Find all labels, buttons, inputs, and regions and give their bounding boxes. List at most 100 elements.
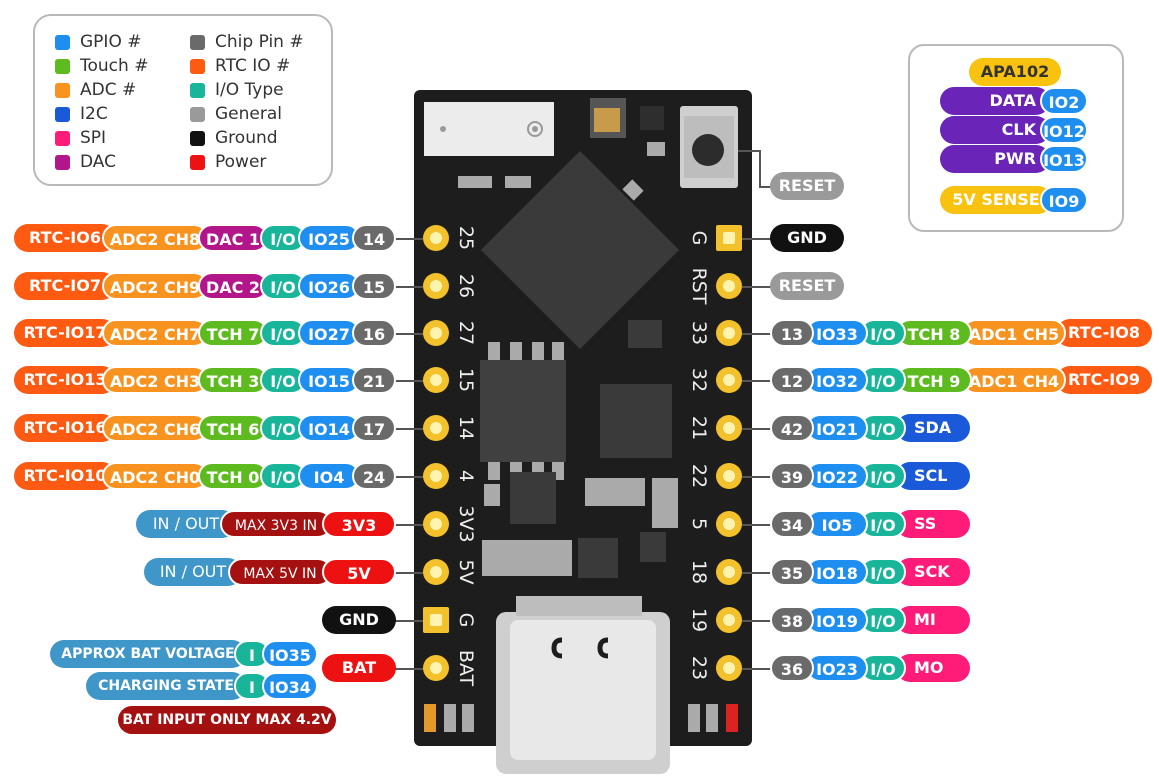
swatch-gpio [55,34,70,50]
charging-state-label: CHARGING STATE [86,672,246,700]
in-out-tag: IN / OUT [144,558,242,586]
pad-19 [716,607,742,633]
pad-33 [716,320,742,346]
pad-18 [716,559,742,585]
legend-column-right: Chip Pin # RTC IO # I/O Type General Gro… [190,30,304,174]
legend-label: SPI [80,128,107,148]
pad-27 [423,320,449,346]
chip-pin-tag: 34 [770,510,814,538]
swatch-adc [55,82,70,98]
pad-rst [716,273,742,299]
silk-label: 23 [688,655,710,681]
adc-tag: ADC2 CH8 [102,224,208,252]
max-voltage-tag: MAX 3V3 IN [220,510,332,538]
rtc-io-tag: RTC-IO16 [14,414,116,442]
io-type-tag: I/O [860,366,906,394]
rtc-io-tag: RTC-IO8 [1056,319,1152,347]
bat-voltage-label: APPROX BAT VOLTAGE [50,640,246,668]
swatch-general [190,106,205,122]
apa102-data-io: IO2 [1040,87,1088,115]
i2c-tag: SCL [896,462,970,490]
gpio-tag: IO14 [298,414,360,442]
gpio-tag: IO21 [806,414,868,442]
touch-tag: TCH 9 [896,366,972,394]
reset-tag: RESET [770,272,844,300]
chip-pin-tag: 39 [770,462,814,490]
legend-item-io-type: I/O Type [190,78,304,102]
gpio-tag: IO5 [806,510,868,538]
pin-lead [395,620,423,622]
pin-lead [742,380,772,382]
spi-tag: SCK [896,558,970,586]
legend-item-i2c: I2C [55,102,148,126]
chip-pin-tag: 12 [770,366,814,394]
adc-tag: ADC2 CH9 [102,272,208,300]
gpio-tag: IO23 [806,654,868,682]
pad-bat [423,655,449,681]
silk-label: 32 [688,367,710,393]
apa102-pwr-label: PWR [940,145,1050,173]
rtc-io-tag: RTC-IO7 [14,272,116,300]
reset-button-lead [759,150,761,186]
pin-lead [395,333,423,335]
io-type-tag: I/O [860,414,906,442]
apa102-clk-io: IO12 [1040,116,1088,144]
pad-gnd-left [423,607,449,633]
pin-lead [742,668,772,670]
i2c-tag: SDA [896,414,970,442]
pad-4 [423,463,449,489]
pin-lead [395,476,423,478]
io-type-tag: I/O [860,510,906,538]
adc-tag: ADC2 CH6 [102,414,208,442]
pin-lead [742,333,772,335]
chip-pin-tag: 16 [352,319,396,347]
pin-lead [395,380,423,382]
legend-label: GPIO # [80,32,142,52]
pad-21 [716,415,742,441]
gpio-tag: IO32 [806,366,868,394]
pin-lead [742,476,772,478]
silk-label: 21 [688,415,710,441]
silk-label: 14 [455,415,477,441]
touch-tag: TCH 0 [198,462,268,490]
pin-lead [395,524,423,526]
legend-item-power: Power [190,150,304,174]
pad-23 [716,655,742,681]
reset-button-lead [759,186,771,188]
legend-column-left: GPIO # Touch # ADC # I2C SPI DAC [55,30,148,174]
silk-label: 5V [455,559,477,585]
legend-label: I2C [80,104,108,124]
legend-label: Power [215,152,267,172]
bat-input-note: BAT INPUT ONLY MAX 4.2V [118,706,336,734]
in-out-tag: IN / OUT [136,510,236,538]
legend-label: Chip Pin # [215,32,304,52]
pin-lead [742,572,772,574]
silk-label: RST [688,267,710,305]
legend-item-touch: Touch # [55,54,148,78]
pad-25 [423,225,449,251]
pin-lead [395,572,423,574]
silk-label: 26 [455,273,477,299]
silk-label: 4 [455,469,477,483]
gpio-tag: IO18 [806,558,868,586]
legend-item-adc: ADC # [55,78,148,102]
gnd-tag: GND [770,224,844,252]
apa102-sense-io: IO9 [1040,186,1088,214]
silk-label: G [688,230,710,246]
swatch-dac [55,154,70,170]
spi-tag: MO [896,654,970,682]
pin-lead [395,668,423,670]
pad-gnd-right [716,225,742,251]
adc-tag: ADC2 CH7 [102,319,208,347]
touch-tag: TCH 6 [198,414,268,442]
legend-label: General [215,104,282,124]
legend-label: Ground [215,128,278,148]
legend-label: Touch # [80,56,149,76]
swatch-i2c [55,106,70,122]
touch-tag: TCH 8 [896,319,972,347]
legend-item-dac: DAC [55,150,148,174]
apa102-title: APA102 [969,58,1061,86]
swatch-chip-pin [190,34,205,50]
chip-pin-tag: 36 [770,654,814,682]
io-type-tag: I/O [260,272,306,300]
